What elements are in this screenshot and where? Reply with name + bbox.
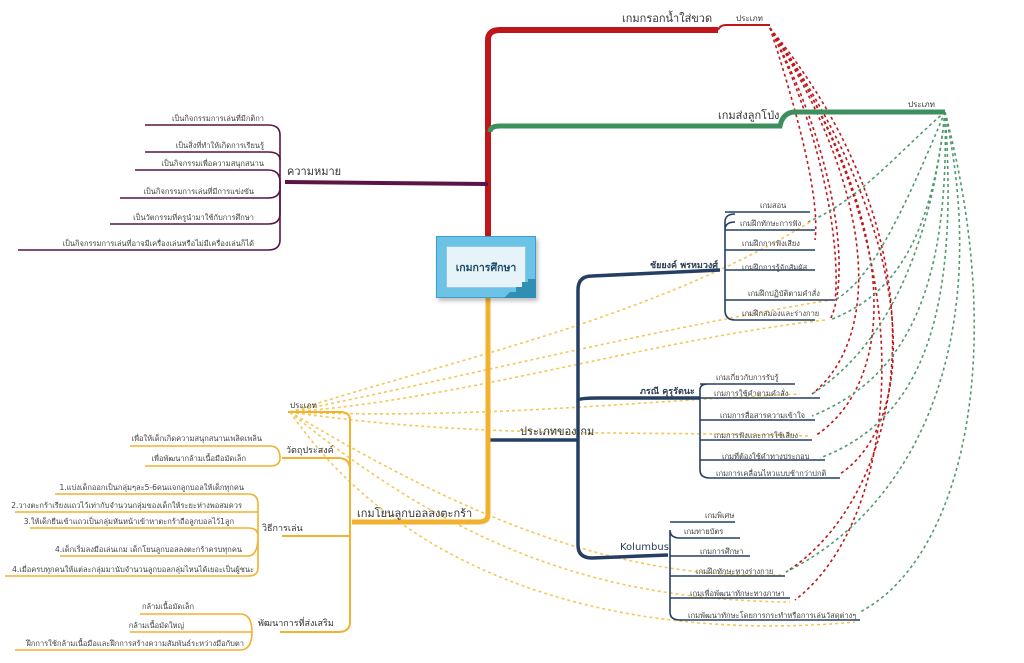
type-item[interactable]: เกมฝึกการรู้จักสัมผัส bbox=[742, 263, 808, 272]
type-item[interactable]: เกมฝึกการฟังเสียง bbox=[742, 239, 800, 248]
red-link bbox=[769, 27, 860, 395]
stairs-icon bbox=[504, 279, 536, 298]
meaning-item[interactable]: เป็นวัตกรรมที่ครูนำมาใช้กับการศึกษา bbox=[133, 213, 254, 222]
red-link bbox=[769, 27, 837, 301]
water-game-type-line bbox=[717, 24, 770, 31]
green-link bbox=[819, 111, 949, 459]
type-item[interactable]: เกมพัฒนาทักษะโดยการกระทำหรือการเล่นวัสดุ… bbox=[688, 611, 857, 620]
objective-label[interactable]: วัตถุประสงค์ bbox=[286, 446, 334, 456]
type-item[interactable]: เกมทายบัตร bbox=[684, 527, 724, 536]
type-item[interactable]: เกมที่ต้องใช้คำทางประกอบ bbox=[722, 452, 810, 461]
howto-item[interactable]: 3.ให้เด็กยืนเข้าแถวเป็นกลุ่มหันหน้าเข้าห… bbox=[23, 517, 234, 526]
type-item[interactable]: เกมการสื่อสารความเข้าใจ bbox=[720, 411, 806, 420]
ball-game-type-label[interactable]: ประเภท bbox=[290, 401, 317, 410]
water-game-label[interactable]: เกมกรอกน้ำใส่ขวด bbox=[622, 12, 713, 25]
yellow-link bbox=[289, 393, 801, 415]
meaning-item[interactable]: เป็นกิจกรรมการเล่นที่อาจมีเครื่องเล่นหรื… bbox=[62, 239, 254, 248]
type-item[interactable]: เกมฝึกทักษะการฟัง bbox=[740, 219, 802, 228]
central-topic-label: เกมการศึกษา bbox=[446, 246, 526, 288]
green-link bbox=[811, 111, 946, 395]
development-label[interactable]: พัฒนาการที่ส่งเสริม bbox=[258, 619, 334, 629]
type-item[interactable]: เกมการเคลื่อนไหวแบบช้ากว่าปกติ bbox=[716, 469, 827, 478]
yellow-link bbox=[289, 411, 783, 577]
water-game-type-label[interactable]: ประเภท bbox=[736, 14, 763, 23]
type-leaf-lines bbox=[669, 211, 860, 621]
red-link bbox=[769, 27, 875, 437]
type-item[interactable]: เกมพิเศษ bbox=[705, 511, 735, 520]
type-item[interactable]: เกมเกี่ยวกับการรับรู้ bbox=[716, 373, 779, 382]
ball-game-label[interactable]: เกมโยนลูกบอลลงตะกร้า bbox=[357, 507, 473, 520]
game-types-label[interactable]: ประเภทของเกม bbox=[520, 425, 595, 438]
type-item[interactable]: เกมการใช้คำตามคำสั่ง bbox=[714, 389, 789, 398]
yellow-link bbox=[289, 299, 831, 413]
howto-item[interactable]: 4.เด็กเริ่มลงมือเล่นเกม เด็กโยนลูกบอลลงต… bbox=[55, 545, 242, 554]
objective-item[interactable]: เพื่อพัฒนากล้ามเนื้อมือมัดเล็ก bbox=[151, 454, 246, 463]
yellow-link bbox=[289, 411, 856, 627]
development-item[interactable]: กล้ามเนื้อมัดเล็ก bbox=[141, 602, 194, 611]
green-link bbox=[811, 111, 947, 417]
red-link bbox=[769, 27, 883, 601]
type-item[interactable]: เกมเพื่อพัฒนาทักษะทางภาษา bbox=[690, 589, 785, 598]
balloon-game-label[interactable]: เกมส่งลูกโป่ง bbox=[718, 109, 780, 122]
green-link bbox=[834, 111, 946, 301]
meaning-item[interactable]: เป็นกิจกรรมการเล่นที่มีการแข่งขัน bbox=[143, 187, 254, 196]
red-link bbox=[769, 27, 840, 321]
type-item[interactable]: เกมฝึกปฏิบัติตามคำสั่ง bbox=[748, 289, 820, 298]
balloon-game-branch bbox=[487, 109, 945, 133]
objective-item[interactable]: เพื่อให้เด็กเกิดความสนุกสนานเพลิดเพลิน bbox=[131, 434, 262, 443]
ball-game-branch bbox=[352, 298, 491, 525]
howto-item[interactable]: 1.แบ่งเด็กออกเป็นกลุ่มๆละ5-6คนแจกลูกบอลใ… bbox=[59, 483, 245, 492]
type-group-label[interactable]: ชัยยงค์ พรหมวงศ์ bbox=[650, 261, 718, 271]
type-item[interactable]: เกมการศึกษา bbox=[700, 547, 744, 556]
green-link bbox=[859, 111, 975, 613]
development-item[interactable]: ฝึกการใช้กล้ามเนื้อมือและฝึกการสร้างความ… bbox=[26, 639, 244, 648]
yellow-link bbox=[289, 221, 811, 413]
type-item[interactable]: เกมฝึกทักษะทางร่างกาย bbox=[696, 567, 774, 576]
yellow-link bbox=[289, 411, 809, 437]
green-link bbox=[807, 111, 946, 223]
development-item[interactable]: กล้ามเนื้อมัดใหญ่ bbox=[128, 621, 184, 630]
type-item[interactable]: เกมสอน bbox=[760, 201, 787, 210]
green-link bbox=[785, 111, 961, 573]
meaning-item[interactable]: เป็นกิจกรรมเพื่อความสนุกสนาน bbox=[161, 159, 264, 168]
yellow-link bbox=[289, 319, 826, 413]
meaning-label[interactable]: ความหมาย bbox=[287, 165, 342, 178]
red-link bbox=[769, 27, 895, 475]
meaning-item[interactable]: เป็นกิจกรรมการเล่นที่มีกติกา bbox=[171, 114, 264, 123]
game-types-branch bbox=[488, 268, 721, 560]
type-group-label[interactable]: Kolumbus bbox=[620, 542, 669, 553]
balloon-game-type-label[interactable]: ประเภท bbox=[908, 100, 935, 109]
howto-item[interactable]: 2.วางตะกร้าเรียงแถวไว้เท่ากับจำนวนกลุ่มข… bbox=[11, 501, 242, 510]
meaning-item[interactable]: เป็นสิ่งที่ทำให้เกิดการเรียนรู้ bbox=[175, 141, 264, 150]
meaning-branch bbox=[284, 180, 489, 186]
central-topic-node[interactable]: เกมการศึกษา bbox=[436, 236, 536, 298]
type-item[interactable]: เกมฝึกสมองและร่างกาย bbox=[742, 309, 820, 318]
howto-item[interactable]: 4.เมื่อครบทุกคนให้แต่ละกลุ่มมานับจำนวนลู… bbox=[12, 565, 254, 574]
howto-label[interactable]: วิธีการเล่น bbox=[262, 524, 303, 534]
ball-game-sub-lines bbox=[280, 411, 351, 633]
meaning-leaf-lines bbox=[18, 124, 281, 251]
ball-game-leaf-lines bbox=[5, 445, 281, 651]
type-group-label[interactable]: ภรณี คุรุรัตนะ bbox=[640, 387, 695, 397]
green-link bbox=[829, 111, 946, 321]
type-item[interactable]: เกมการฟังและการใช้เสียง bbox=[714, 431, 798, 440]
red-link bbox=[769, 27, 894, 573]
water-game-branch bbox=[485, 27, 718, 236]
